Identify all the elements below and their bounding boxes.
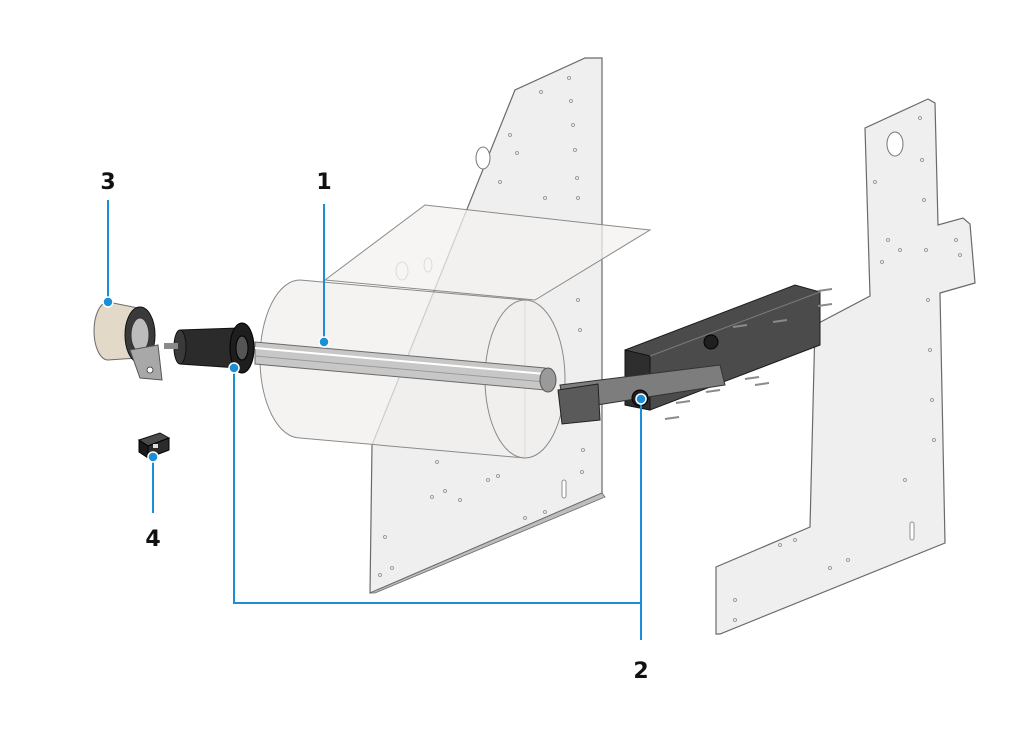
callout-lines bbox=[102, 200, 647, 640]
paper-roll-spindle bbox=[254, 341, 557, 393]
tension-clutch bbox=[93, 301, 163, 381]
callout-label-3: 3 bbox=[100, 170, 115, 195]
callout-dot-3 bbox=[102, 296, 114, 308]
callout-dot-2a bbox=[228, 362, 240, 374]
callout-dot-1 bbox=[318, 336, 330, 348]
callout-label-2: 2 bbox=[633, 659, 648, 684]
callout-dot-4 bbox=[147, 451, 159, 463]
roll-holder-brackets bbox=[557, 284, 833, 425]
callout-line-2a bbox=[233, 368, 641, 604]
callout-dot-2b bbox=[635, 393, 647, 405]
spindle-hub bbox=[164, 322, 255, 374]
right-side-plate bbox=[715, 98, 976, 635]
callout-label-1: 1 bbox=[316, 170, 331, 195]
callout-label-4: 4 bbox=[145, 527, 160, 552]
